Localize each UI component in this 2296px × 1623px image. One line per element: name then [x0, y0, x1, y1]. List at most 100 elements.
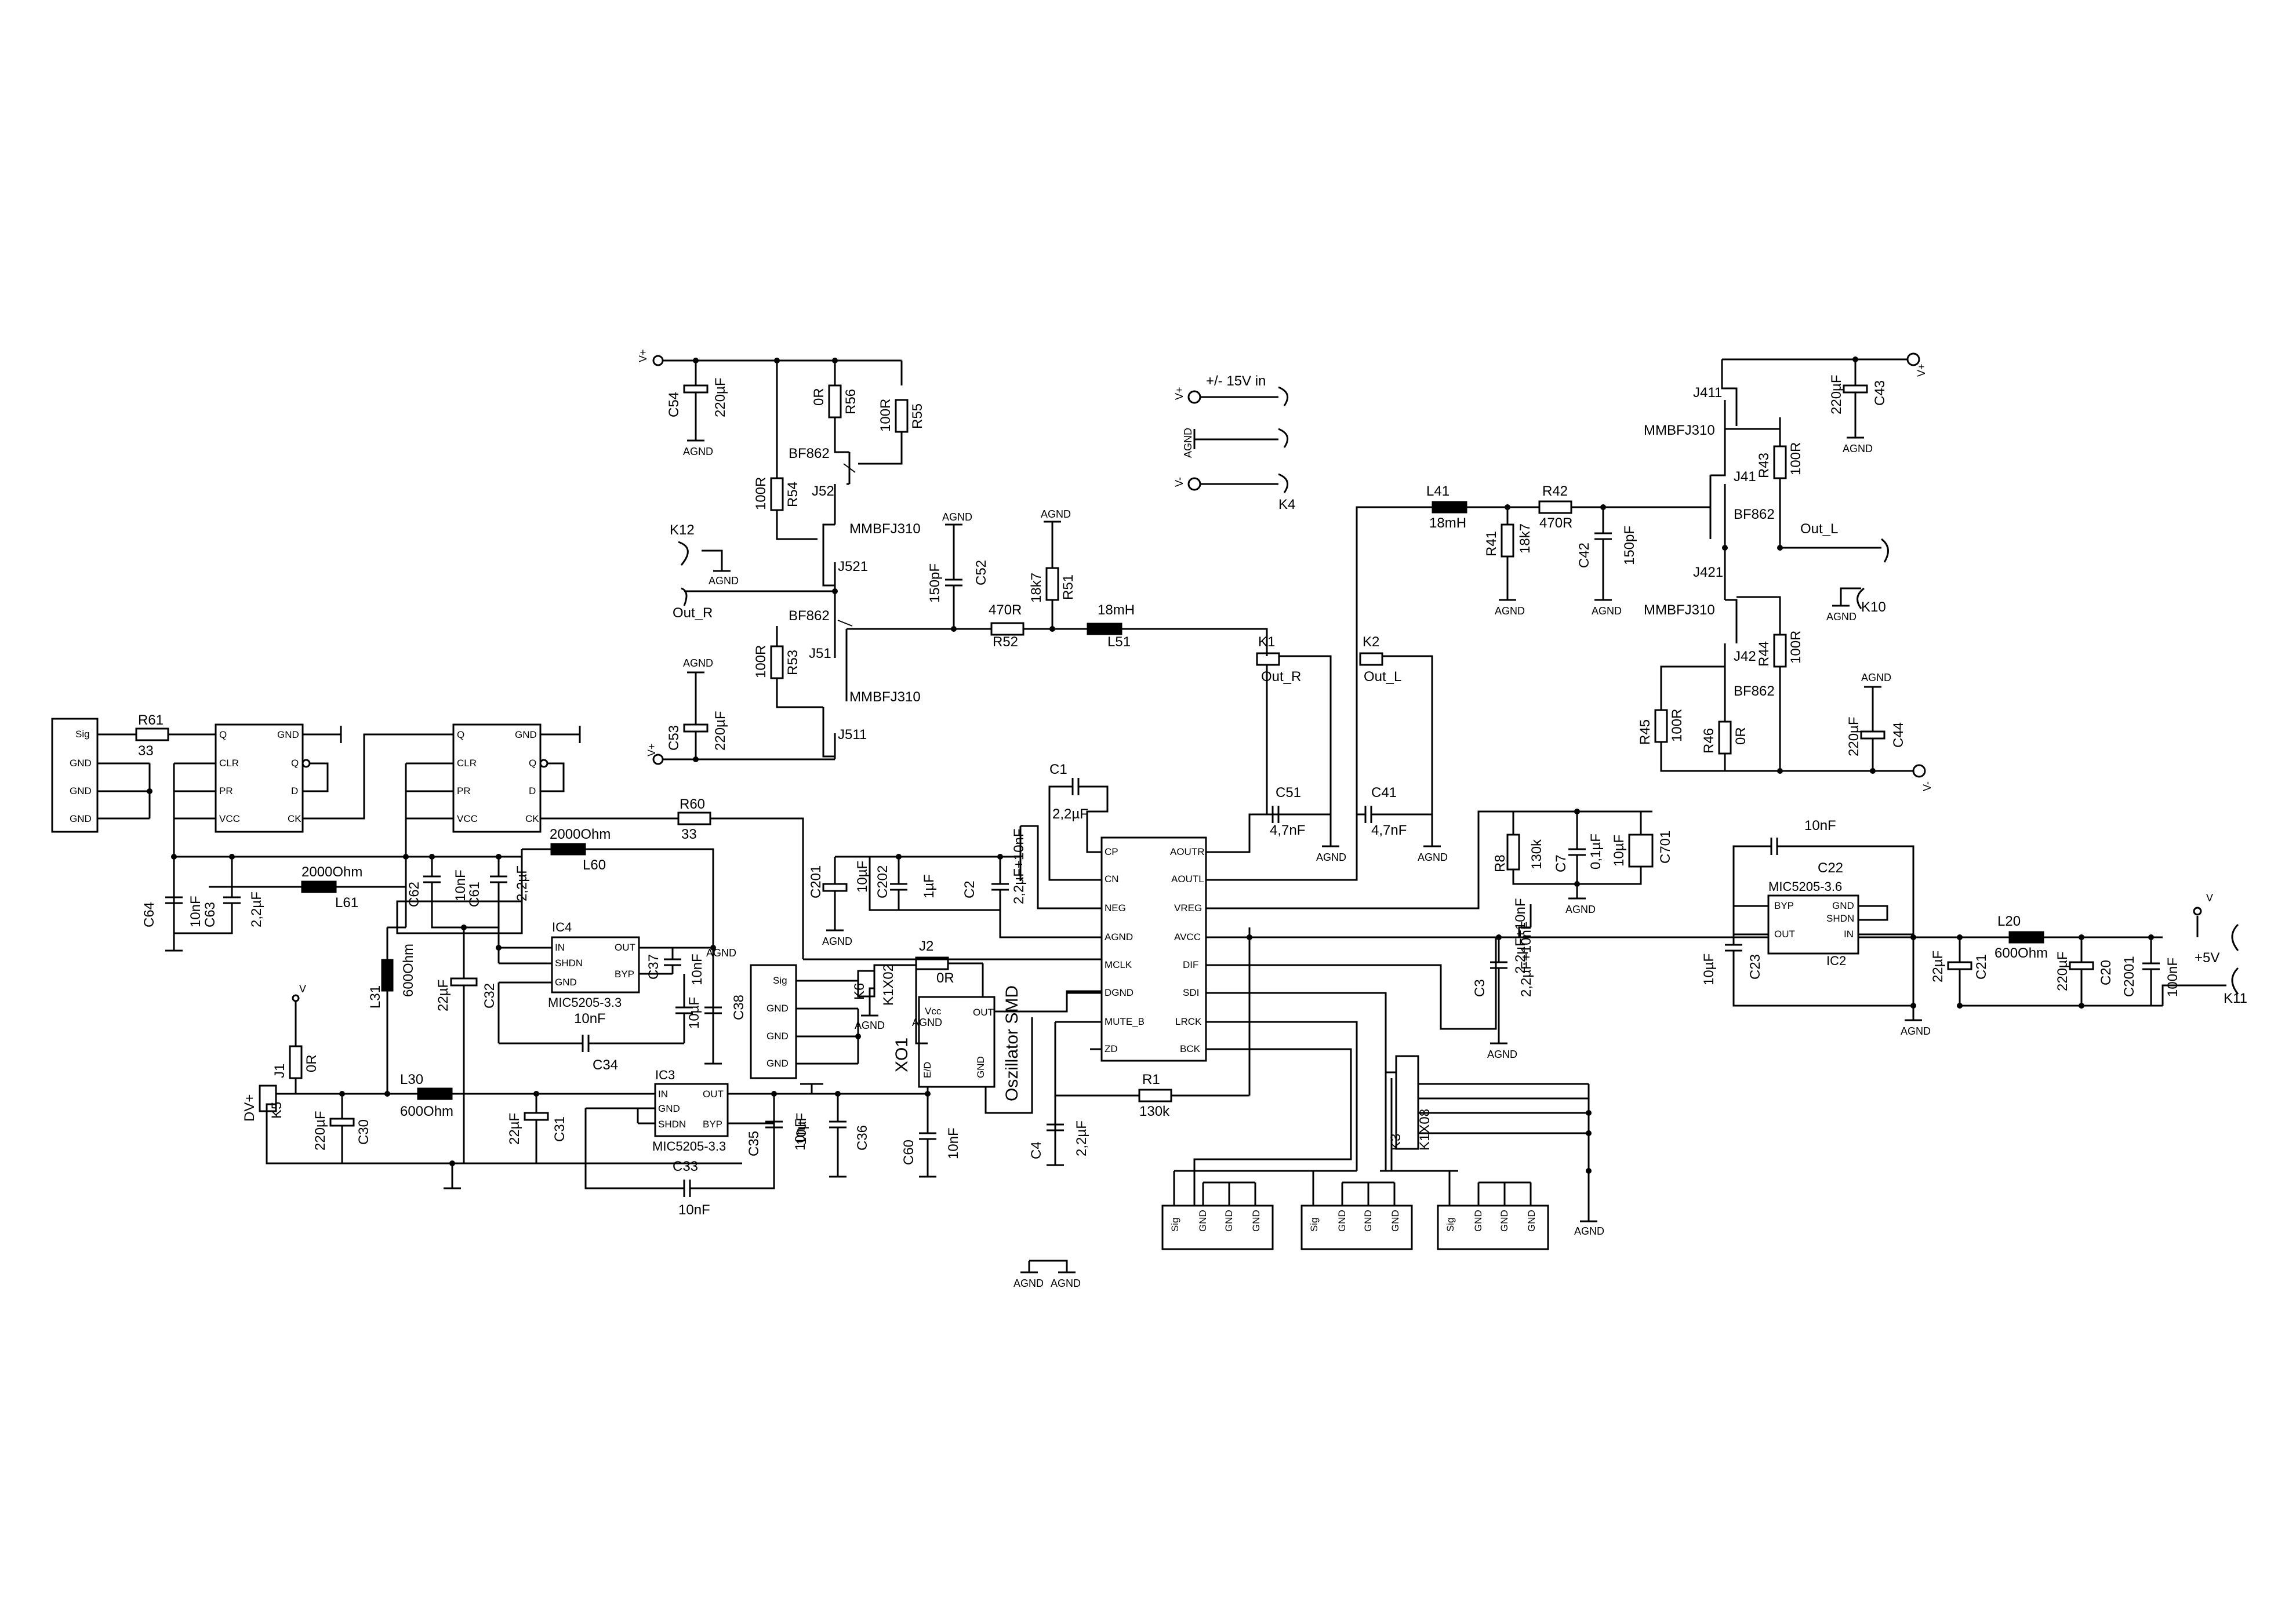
codec-pin-zd: ZD: [1105, 1043, 1118, 1054]
l30-value: 600Ohm: [400, 1104, 453, 1119]
k12-label: K12: [670, 522, 695, 538]
c38-label: C38: [731, 995, 747, 1020]
l20-label: L20: [1997, 914, 2021, 929]
c51-value: 4,7nF: [1270, 823, 1305, 838]
c22-value: 10nF: [1804, 818, 1836, 834]
r44-value: 100R: [1788, 631, 1804, 664]
v-label-left: V: [299, 983, 306, 995]
c4-value: 2,2µF: [1074, 1120, 1089, 1156]
c63-value: 2,2µF: [249, 891, 264, 927]
agnd-r51: AGND: [1041, 508, 1071, 520]
c3-label: C3: [1472, 979, 1488, 997]
flipflop-1: Q CLR PR VCC GND Q D CK: [215, 723, 311, 833]
k6-label: K6: [852, 983, 867, 1000]
l31-value: 600Ohm: [401, 944, 416, 997]
vp-label-l: V+: [1916, 363, 1927, 377]
out2-pin-1: GND: [1336, 1210, 1347, 1232]
j2-value: 0R: [936, 970, 954, 986]
flipflop-2: Q CLR PR VCC GND Q D CK: [452, 723, 548, 833]
ff2-pin-qn: Q: [529, 758, 536, 769]
ic4-pin-in: IN: [555, 942, 565, 953]
c54-label: C54: [666, 392, 682, 417]
ff2-pin-pr: PR: [457, 785, 471, 796]
r1-label: R1: [1142, 1072, 1160, 1087]
r61-label: R61: [138, 712, 164, 728]
agnd-c42: AGND: [1592, 605, 1622, 617]
ff1-pin-qn: Q: [291, 758, 299, 769]
c23-value: 10µF: [1701, 954, 1717, 985]
out1-pin-0: Sig: [1169, 1217, 1180, 1232]
osc-name: XO1: [892, 1038, 911, 1072]
ic3-pin-out: OUT: [703, 1089, 724, 1100]
j1-label: J1: [272, 1064, 288, 1078]
c61-label: C61: [467, 882, 482, 907]
c701-value: 10µF: [1611, 835, 1627, 867]
c30-label: C30: [356, 1119, 372, 1145]
r41-label: R41: [1484, 531, 1499, 556]
bf862-r-top: BF862: [789, 446, 830, 461]
outr-label: Out_R: [673, 605, 713, 621]
ic4-part: MIC5205-3.3: [548, 995, 622, 1010]
k3-part: K1X08: [1417, 1109, 1433, 1151]
codec-pin-cp: CP: [1105, 846, 1118, 857]
l61-value: 2000Ohm: [301, 864, 362, 880]
l61-label: L61: [335, 895, 358, 911]
ic3-part: MIC5205-3.3: [652, 1139, 726, 1153]
codec-pin-agnd: AGND: [1105, 931, 1133, 942]
k2-label: K2: [1363, 634, 1379, 650]
ff2-pin-clr: CLR: [457, 758, 477, 769]
c60-label: C60: [901, 1140, 917, 1165]
c36-value: 10µF: [794, 1113, 809, 1145]
c701-label: C701: [1658, 831, 1673, 864]
codec-pin-dif: DIF: [1183, 959, 1198, 970]
mmbfj310-l-bot: MMBFJ310: [1644, 602, 1715, 618]
ic3-pin-shdn: SHDN: [658, 1119, 686, 1130]
r54-label: R54: [785, 482, 801, 507]
ff2-pin-d: D: [529, 785, 536, 796]
ff1-pin-q: Q: [219, 729, 227, 740]
vm-label-k4: V-: [1174, 477, 1185, 487]
osc-pin-vcc: Vcc: [925, 1006, 942, 1017]
v-label-right: V: [2206, 892, 2213, 904]
junctions: [147, 356, 2154, 1174]
left-connector-pin-1: GND: [70, 758, 92, 769]
agnd-c53: AGND: [683, 657, 713, 669]
j41-label: J41: [1734, 469, 1756, 485]
ic3-pin-in: IN: [658, 1089, 668, 1100]
c33-value: 10nF: [678, 1202, 710, 1218]
l41-label: L41: [1426, 483, 1449, 499]
c21-value: 22µF: [1930, 951, 1946, 982]
l41-value: 18mH: [1429, 515, 1466, 531]
ic2-pin-in: IN: [1844, 929, 1854, 940]
c62-label: C62: [406, 882, 422, 907]
c51-label: C51: [1276, 785, 1301, 800]
c35-label: C35: [746, 1131, 762, 1156]
r42-value: 470R: [1539, 515, 1572, 531]
agnd-c52: AGND: [942, 511, 972, 523]
agnd-r8: AGND: [1565, 904, 1596, 915]
bf862-r-bot: BF862: [789, 608, 830, 624]
codec-pin-avcc: AVCC: [1174, 931, 1201, 942]
vp-label-r2: V+: [646, 743, 657, 756]
l30-label: L30: [400, 1072, 423, 1087]
out3-pin-1: GND: [1473, 1210, 1484, 1232]
c201-value: 10µF: [855, 861, 870, 893]
vp-label-k4: V+: [1174, 387, 1185, 400]
j51-label: J51: [809, 646, 831, 661]
codec-pin-aoutr: AOUTR: [1170, 846, 1205, 857]
c63-label: C63: [202, 902, 218, 927]
r56-value: 0R: [811, 388, 827, 406]
c3-value: 2,2µF+10nF: [1518, 921, 1534, 997]
agnd-k3: AGND: [1574, 1225, 1604, 1237]
c52-value: 150pF: [927, 563, 943, 603]
c31-label: C31: [552, 1116, 568, 1142]
c43-label: C43: [1872, 380, 1888, 406]
agnd-c64: AGND: [706, 947, 736, 959]
c22-label: C22: [1818, 860, 1843, 876]
c2001-value: 100nF: [2165, 958, 2181, 997]
agnd-k10: AGND: [1826, 611, 1857, 623]
c20-label: C20: [2098, 960, 2114, 985]
xo-connector-pin-3: GND: [766, 1058, 789, 1069]
bf862-l-top: BF862: [1734, 507, 1775, 522]
ic3-name: IC3: [655, 1068, 675, 1082]
